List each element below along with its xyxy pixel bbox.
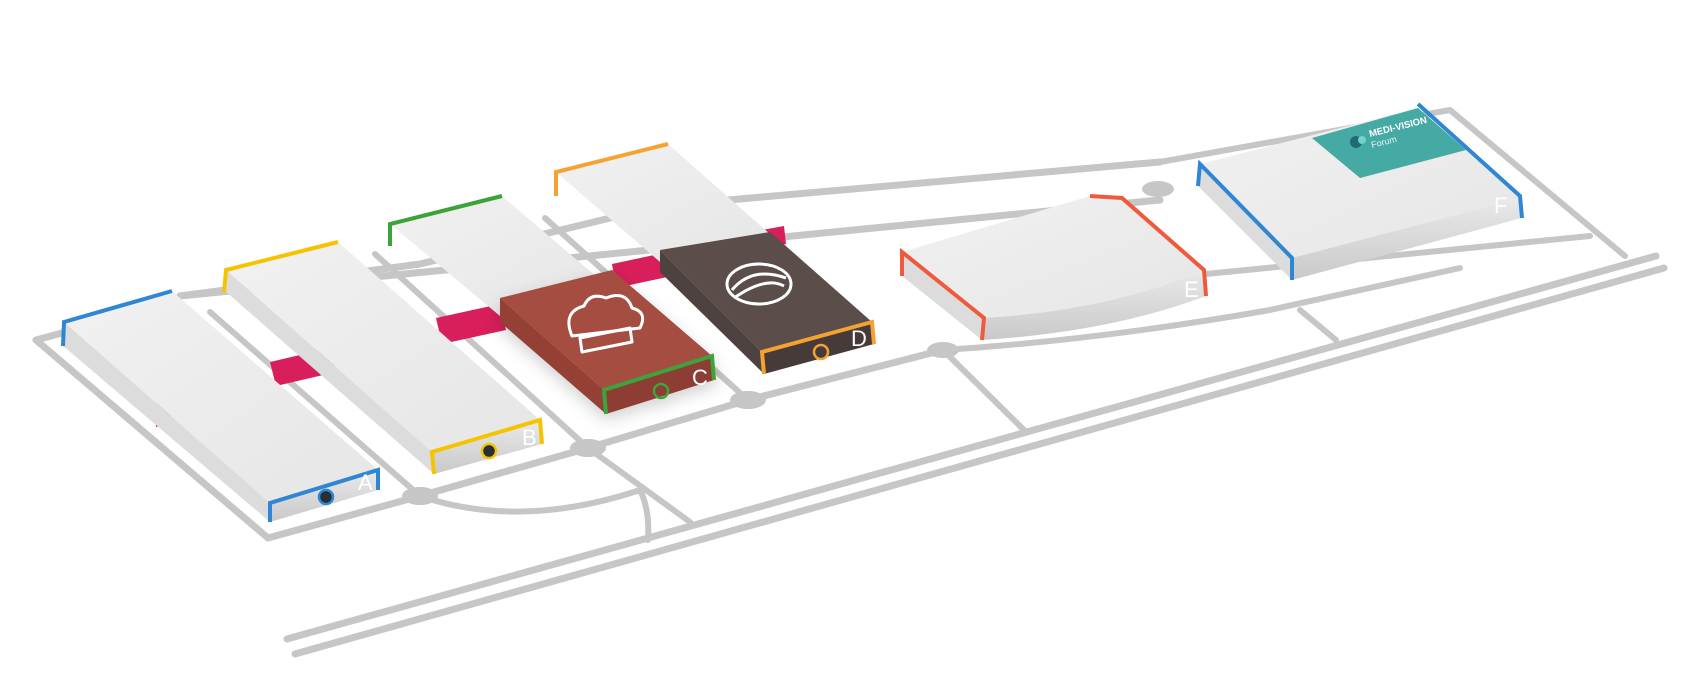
hall-d-entrance-marker[interactable] <box>812 343 830 361</box>
hall-f-accent-left <box>1196 159 1294 280</box>
hall-c-entrance-marker[interactable] <box>652 382 670 400</box>
hall-a-letter: A <box>358 470 373 495</box>
hall-a-roof <box>64 291 378 503</box>
hall-f-front <box>1292 198 1522 280</box>
forum-logo-icon <box>1350 136 1366 148</box>
hall-b-accent-back <box>222 240 339 293</box>
hall-e-accent-left <box>900 247 987 341</box>
hall-e[interactable]: E <box>900 194 1208 341</box>
hall-e-front <box>982 270 1206 340</box>
hall-e-accent-right <box>1089 194 1208 297</box>
hall-a[interactable]: A <box>61 289 380 522</box>
connector-b-c <box>436 304 506 344</box>
hall-c[interactable]: C <box>500 270 716 415</box>
hall-a-accent-front <box>268 467 380 522</box>
hall-d-side <box>660 250 764 374</box>
swirl-logo-icon <box>725 262 793 306</box>
hall-f[interactable]: MEDI-VISION Forum F <box>1196 102 1524 280</box>
hall-b[interactable]: B <box>222 240 544 475</box>
hall-a-entrance-marker[interactable] <box>317 488 335 506</box>
hall-b-entrance-marker[interactable] <box>480 442 498 460</box>
hall-d[interactable]: D <box>660 232 876 375</box>
hall-d-front <box>762 322 874 374</box>
hall-f-letter: F <box>1494 193 1507 218</box>
hall-e-letter: E <box>1184 277 1199 302</box>
chef-hat-icon <box>567 294 645 354</box>
hall-a-side <box>62 322 270 522</box>
hall-b-accent-front <box>429 417 544 475</box>
hall-c-letter: C <box>692 365 708 390</box>
hall-d-accent-front <box>759 319 876 375</box>
hall-b-roof <box>226 242 540 452</box>
hall-f-forum-zone <box>1312 108 1466 178</box>
hall-b-letter: B <box>522 425 537 450</box>
hall-e-side <box>902 252 984 340</box>
hall-c-roof <box>500 270 712 390</box>
hall-d-roof <box>660 232 872 352</box>
hall-f-side <box>1198 164 1292 280</box>
hall-f-accent-right <box>1416 102 1524 219</box>
hall-c-side <box>500 298 606 414</box>
hall-e-roof <box>902 196 1204 318</box>
hall-a-accent-back <box>61 289 173 347</box>
hall-d-back-block <box>554 142 770 262</box>
hall-d-letter: D <box>851 326 867 351</box>
hall-b-side <box>224 270 434 474</box>
connector-c-d <box>612 252 672 288</box>
hall-c-accent-front <box>601 353 716 415</box>
